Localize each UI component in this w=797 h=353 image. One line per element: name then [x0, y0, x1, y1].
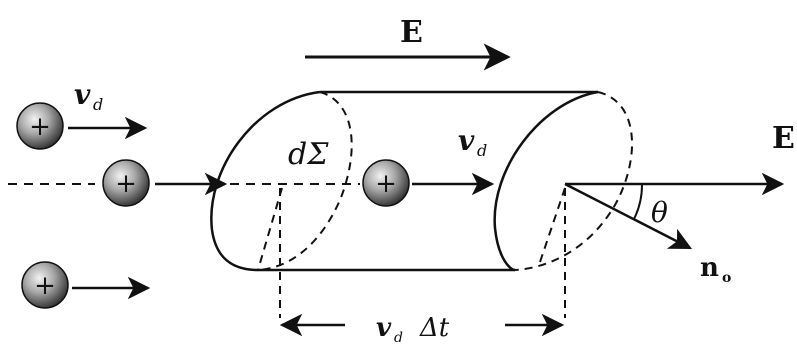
length-label-sub: d	[394, 330, 403, 346]
normal-label-main: n	[700, 253, 719, 283]
charge-sphere	[21, 261, 69, 309]
charge-sphere	[102, 159, 150, 207]
velocity-left-main: v	[74, 78, 91, 111]
charge-symbol: +	[34, 271, 56, 301]
charge-center: +	[362, 159, 410, 207]
charge-middle-left: +	[102, 159, 150, 207]
velocity-label-left: v d	[74, 78, 103, 114]
normal-label-sub: o	[722, 270, 731, 286]
velocity-center-main: v	[458, 124, 475, 157]
right-face-inner-dash	[539, 187, 566, 263]
flux-cylinder	[210, 90, 633, 318]
left-face-inner-dash	[257, 187, 283, 271]
area-element-label: dΣ	[288, 137, 329, 172]
charge-symbol: +	[115, 169, 137, 199]
cylinder-left-face-back	[257, 91, 353, 271]
velocity-center-sub: d	[477, 141, 487, 160]
field-arrow-top: E	[305, 15, 511, 71]
normal-vector-line	[564, 182, 693, 250]
charge-sphere	[362, 159, 410, 207]
length-dimension: v d Δt	[279, 313, 565, 346]
field-label-right: E	[772, 121, 795, 156]
right-face-vectors: E θ n o	[564, 121, 795, 286]
normal-label: n o	[700, 253, 731, 286]
charge-sphere	[16, 102, 64, 150]
cylinder-right-face-front	[493, 90, 599, 272]
velocity-left-sub: d	[93, 95, 103, 114]
charge-bottom-left: +	[21, 261, 151, 309]
velocity-label-center: v d	[458, 124, 487, 160]
charge-top-left: +	[16, 102, 148, 150]
angle-arc	[633, 183, 644, 220]
field-label-top: E	[400, 15, 423, 50]
charge-symbol: +	[29, 112, 51, 142]
cylinder-left-face-front	[210, 90, 321, 272]
length-label-v: v	[376, 313, 392, 343]
length-label-dt: Δt	[419, 313, 450, 343]
angle-label: θ	[651, 196, 668, 229]
charge-symbol: +	[375, 169, 397, 199]
cylinder-right-face-back	[514, 91, 633, 271]
